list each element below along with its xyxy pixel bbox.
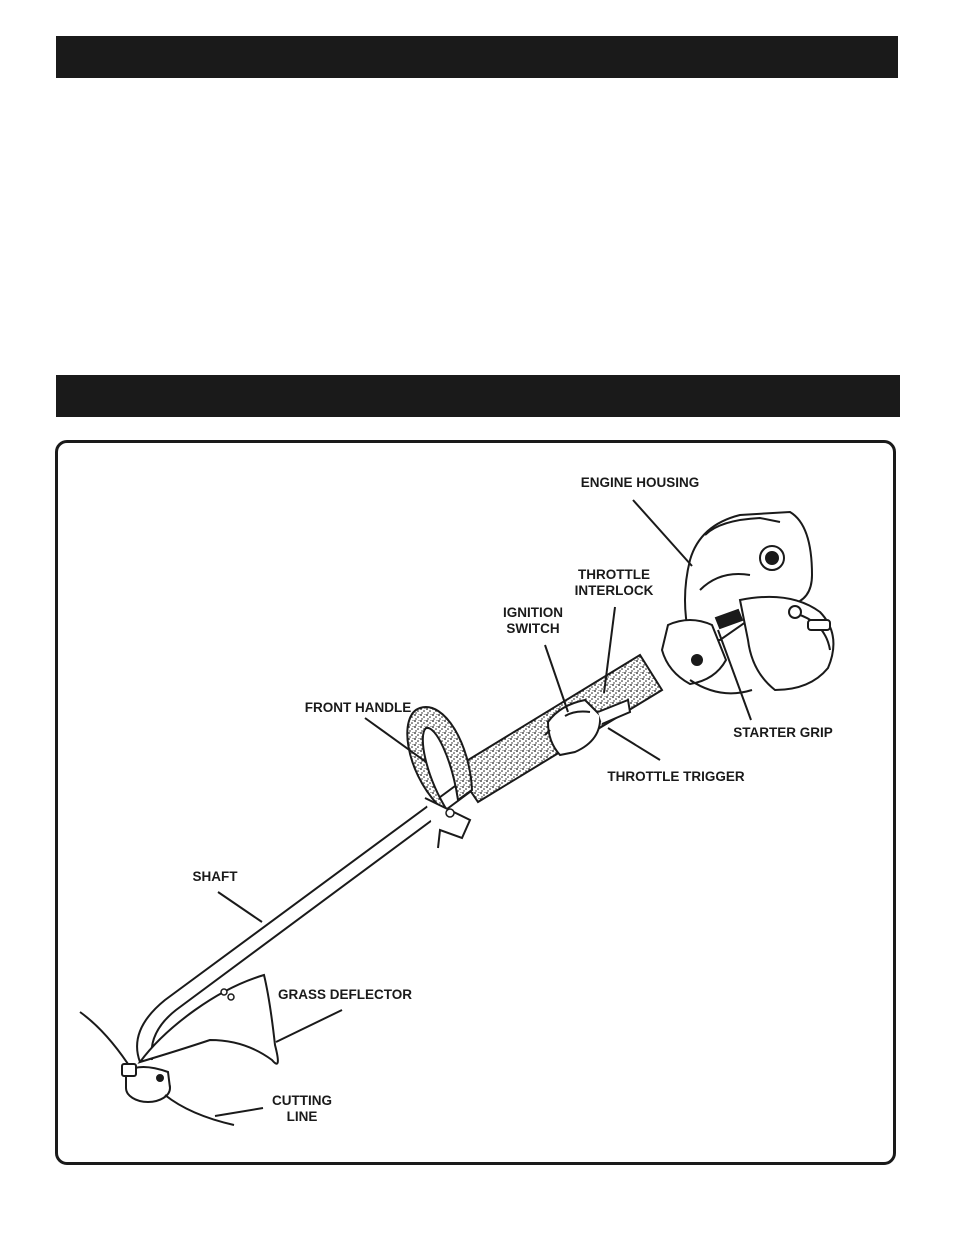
label-front-handle: FRONT HANDLE [304,700,412,715]
cutting-head-drawing [121,1063,171,1103]
grass-deflector-drawing [137,973,279,1065]
cutting-line-drawing [79,1011,235,1126]
leader-lines [214,499,752,1117]
label-shaft: SHAFT [192,869,238,884]
label-grass-deflector: GRASS DEFLECTOR [277,987,412,1002]
section-header-bar-features [56,375,900,417]
label-throttle-trigger: THROTTLE TRIGGER [607,769,745,784]
label-starter-grip: STARTER GRIP [733,725,833,740]
label-engine-housing: ENGINE HOUSING [580,475,700,490]
label-cutting-line-line1: CUTTING [272,1093,332,1108]
label-throttle-interlock-line1: THROTTLE [578,567,650,582]
figure-frame [55,440,896,1165]
label-ignition-switch-line1: IGNITION [503,605,563,620]
label-ignition-switch-line2: SWITCH [506,621,560,636]
label-throttle-interlock-line2: INTERLOCK [574,583,654,598]
section-header-bar-top [56,36,898,78]
engine-housing-drawing [660,510,835,695]
front-handle-drawing [406,706,474,849]
label-cutting-line-line2: LINE [286,1109,318,1124]
label-cutting-line: CUTTING LINE [262,1093,342,1125]
throttle-housing-drawing [544,698,632,757]
label-throttle-interlock: THROTTLE INTERLOCK [556,567,672,599]
label-ignition-switch: IGNITION SWITCH [488,605,578,637]
